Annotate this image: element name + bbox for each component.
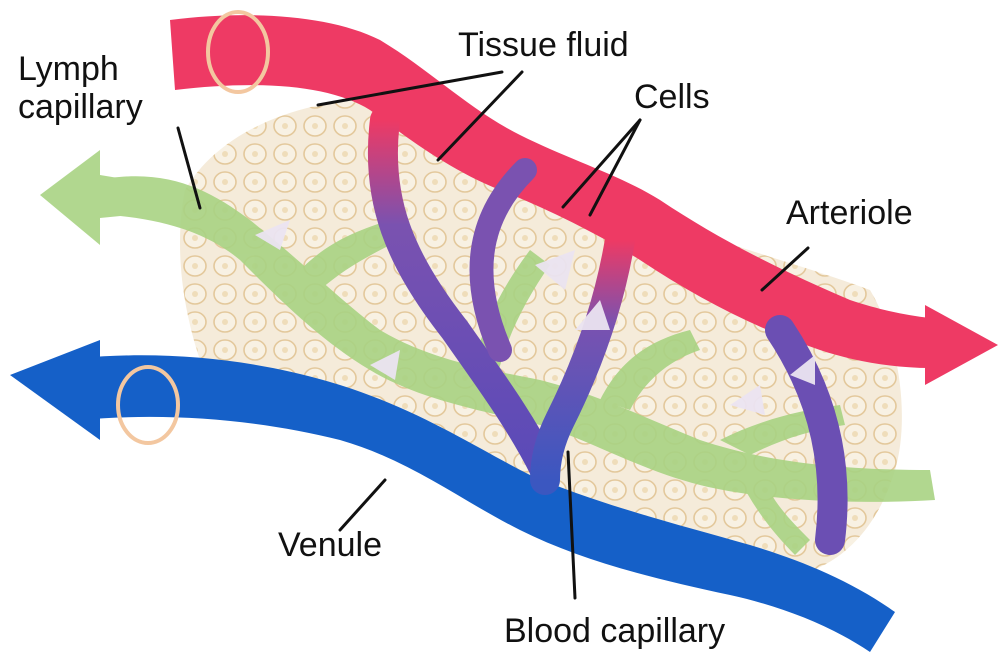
label-lymph-capillary-line1: Lymph xyxy=(18,50,119,88)
label-arteriole: Arteriole xyxy=(786,194,913,232)
label-lymph-capillary-line2: capillary xyxy=(18,88,143,126)
label-blood-capillary: Blood capillary xyxy=(504,612,725,650)
venule-arrow-head xyxy=(10,340,100,440)
arteriole-arrow-head xyxy=(925,305,998,385)
label-tissue-fluid: Tissue fluid xyxy=(458,26,629,64)
label-venule: Venule xyxy=(278,526,382,564)
leader-venule xyxy=(340,480,385,530)
label-cells: Cells xyxy=(634,78,710,116)
